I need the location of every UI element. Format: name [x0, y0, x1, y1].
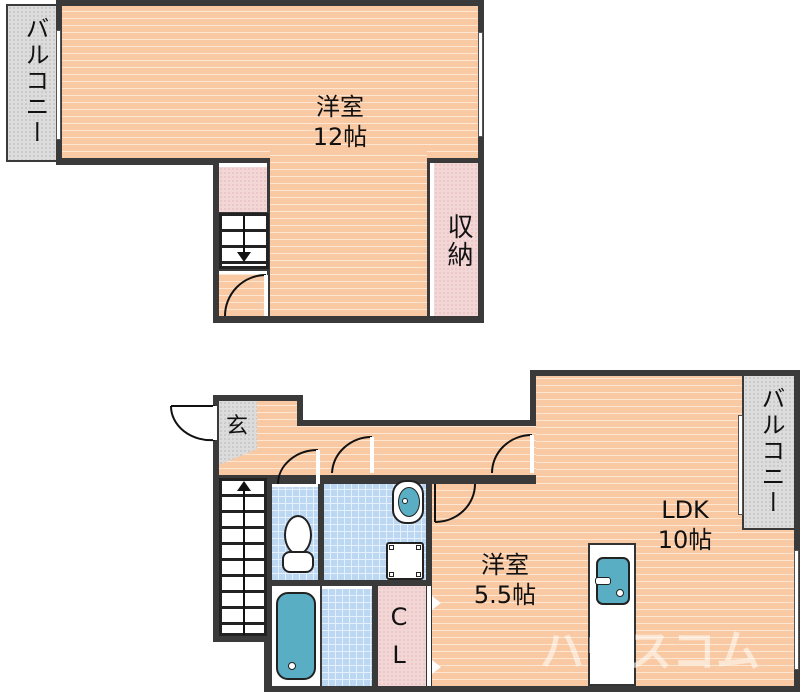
room-size: 12帖: [312, 123, 368, 151]
western-room-12: [62, 6, 478, 158]
western-room-12-label: 洋室 12帖: [290, 92, 390, 152]
lower-floor: 玄 バルコニー LDK 10帖 洋室 5.5帖: [0, 360, 800, 692]
room-name: 洋室: [316, 93, 364, 121]
stairs-down-arrow-icon: [243, 216, 245, 254]
closet-door-handle-bottom-icon: [432, 660, 441, 674]
closet-door-handle-top-icon: [432, 596, 441, 610]
door-swing-icon: [169, 405, 217, 442]
landing: [219, 271, 267, 316]
closet-door[interactable]: [426, 586, 432, 686]
entrance-door[interactable]: [169, 405, 217, 442]
closet-label-l: L: [392, 641, 406, 669]
ldk-window-balcony: [738, 415, 743, 515]
ldk-name: LDK: [661, 496, 709, 524]
hallway-corridor: [219, 426, 537, 475]
upper-floor: バルコニー 収納 洋室 12帖: [0, 0, 800, 330]
window-right: [478, 32, 483, 137]
room2-size: 5.5帖: [473, 581, 537, 609]
entrance: 玄: [219, 401, 257, 465]
stairs-up-arrowhead-icon: [237, 481, 251, 491]
washing-machine-pan-icon: [386, 542, 424, 580]
balcony-left-label: バルコニー: [21, 16, 49, 146]
room2-name: 洋室: [481, 551, 529, 579]
door-swing-icon: [277, 449, 320, 485]
washroom-door[interactable]: [330, 435, 374, 475]
bathtub-icon: [276, 592, 316, 680]
western-room-5-5: [432, 484, 580, 686]
ldk-door[interactable]: [490, 433, 534, 474]
stairs-down: [219, 213, 269, 269]
western-room-5-5-door[interactable]: [433, 483, 477, 524]
washbasin-icon: [392, 480, 424, 524]
window-left: [56, 30, 61, 140]
ldk-window-right: [794, 550, 799, 670]
stairs-up-arrow-icon: [243, 489, 245, 635]
stairs-down-arrowhead-icon: [237, 252, 251, 262]
toilet-icon: [282, 515, 314, 575]
closet: C L: [378, 586, 426, 686]
ldk-size: 10帖: [657, 526, 713, 554]
balcony-right: バルコニー: [742, 374, 796, 530]
door-swing-icon: [434, 483, 476, 523]
bath-changing-area: [322, 586, 372, 686]
western-room-12-lower: [270, 150, 427, 316]
balcony-right-label: バルコニー: [757, 386, 785, 516]
ldk-label: LDK 10帖: [635, 495, 735, 555]
storage: 収納: [430, 163, 478, 316]
stairs-up: [219, 478, 267, 636]
landing-door[interactable]: [223, 273, 268, 317]
storage-label: 収納: [443, 213, 473, 269]
balcony-left: バルコニー: [6, 4, 60, 162]
toilet-door[interactable]: [276, 449, 320, 486]
closet-label-c: C: [390, 603, 408, 631]
entrance-label: 玄: [225, 414, 248, 439]
door-swing-icon: [224, 274, 268, 317]
storage-small: [219, 163, 267, 212]
kitchen-sink-icon: [595, 557, 630, 605]
watermark: ハウスコム: [540, 626, 760, 677]
western-room-5-5-label: 洋室 5.5帖: [455, 550, 555, 610]
kitchen-counter: [588, 543, 636, 686]
door-swing-icon: [331, 435, 374, 474]
door-swing-icon: [491, 434, 534, 474]
